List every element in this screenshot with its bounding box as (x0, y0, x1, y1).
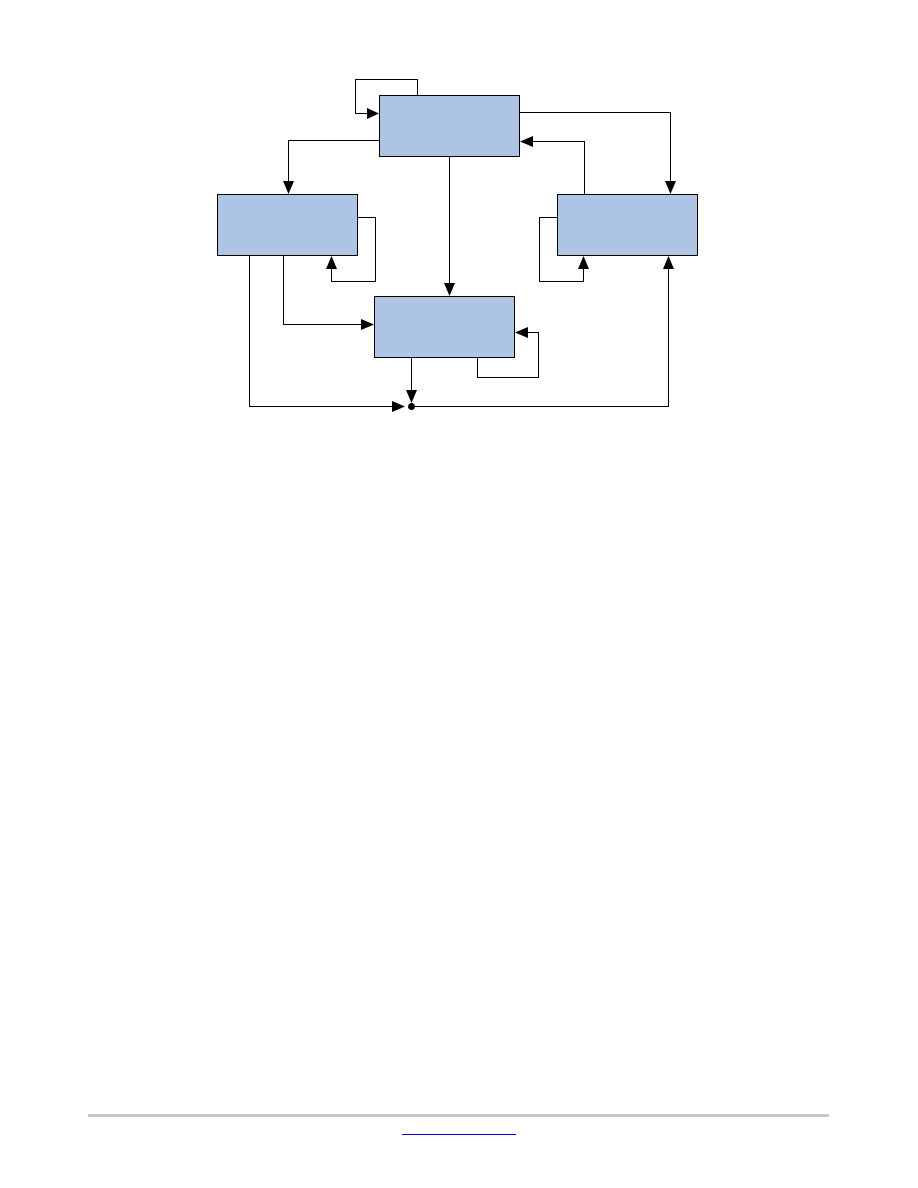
arrowhead-top-to-bottom (444, 283, 455, 296)
node-left-box (217, 194, 358, 256)
node-bottom (374, 296, 515, 358)
footer-divider (88, 1114, 829, 1117)
arrowhead-top-to-right (665, 181, 676, 194)
edge-junction-to-right (411, 256, 674, 407)
arrowhead-bottom-self (515, 327, 528, 338)
edge-bottom-to-junction (406, 357, 417, 403)
arrowhead-junction-to-right (663, 256, 674, 269)
footer-link[interactable] (402, 1120, 516, 1135)
node-right (557, 194, 698, 256)
arrowhead-top-self (367, 108, 379, 119)
node-top-box (379, 95, 520, 157)
arrowhead-right-self (578, 256, 589, 269)
edge-left-self-loop (326, 217, 376, 282)
edge-right-self-loop (539, 217, 589, 282)
arrowhead-bottom-to-junction (406, 390, 417, 403)
edge-bottom-self-loop (477, 327, 539, 378)
arrowhead-top-to-left (283, 181, 294, 194)
node-left (217, 194, 358, 256)
node-top (379, 95, 520, 157)
edge-left-to-junction (249, 255, 405, 412)
node-bottom-box (374, 296, 515, 358)
arrowhead-right-to-top (520, 136, 533, 147)
arrowhead-left-to-bottom (361, 319, 374, 330)
edge-right-to-top (520, 136, 585, 195)
edge-top-to-right (519, 112, 676, 194)
node-right-box (557, 194, 698, 256)
arrowhead-left-to-junction (392, 401, 405, 412)
edge-top-to-bottom (444, 156, 455, 296)
edge-top-self-loop (355, 79, 418, 119)
arrowhead-left-self (326, 256, 337, 269)
junction-dot (408, 403, 415, 410)
edge-left-to-bottom (283, 255, 374, 330)
edge-top-to-left (283, 140, 380, 194)
